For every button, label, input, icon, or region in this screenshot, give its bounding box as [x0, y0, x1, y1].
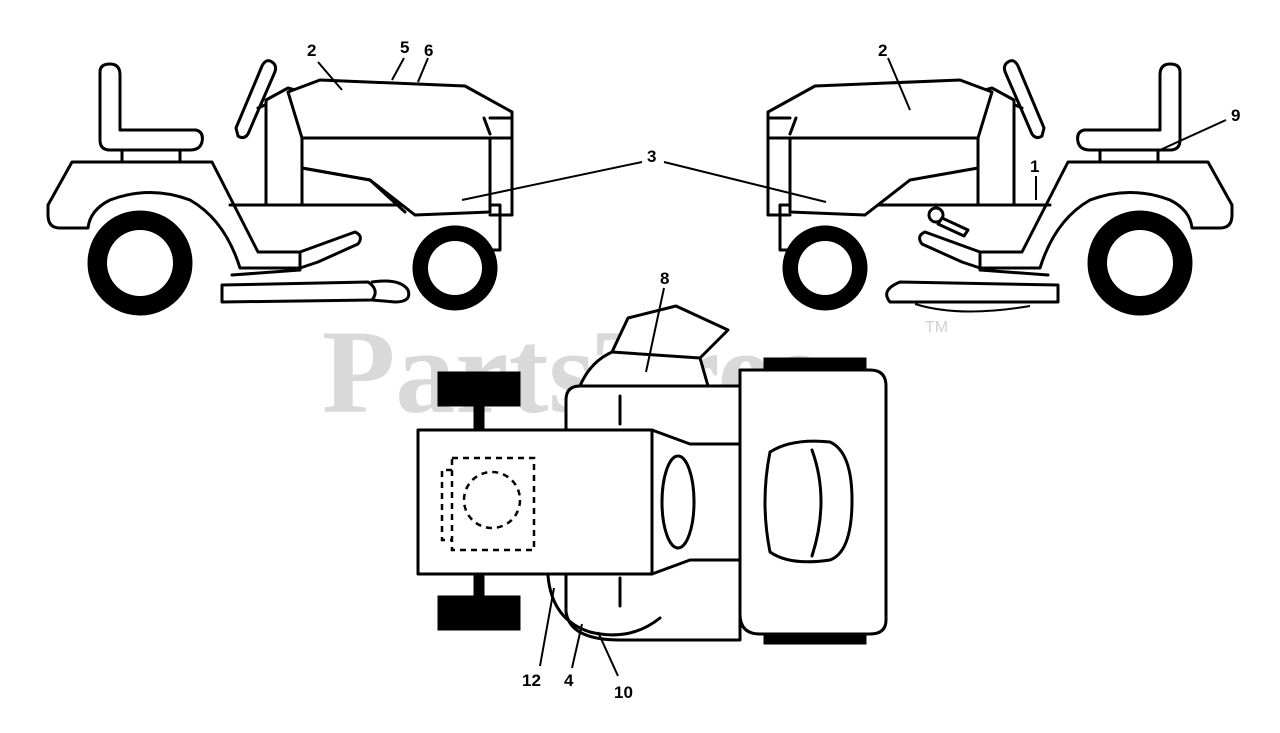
right-pedal [918, 230, 982, 270]
right-lever [936, 216, 970, 238]
leader-left-hood-top-a [391, 57, 405, 81]
callout-bottom-a: 12 [522, 671, 541, 690]
top-front-axle-upper [473, 405, 485, 433]
callout-numbers: 2 5 6 3 2 9 1 8 12 4 10 [307, 38, 1240, 702]
left-grille-corner [482, 116, 492, 136]
right-side-view-tractor [766, 59, 1234, 316]
leader-left-hood-top-b [417, 57, 429, 83]
top-deck-guard [546, 574, 592, 634]
left-deck-chute [370, 279, 411, 304]
top-seat-back [810, 448, 823, 558]
top-steering-wheel [660, 454, 696, 550]
top-engine-cap [462, 470, 522, 530]
right-rear-wheel-hub [1107, 230, 1173, 296]
top-engine-outline-side [440, 468, 452, 542]
left-seat-base [120, 148, 182, 164]
callout-bottom-b: 4 [564, 671, 574, 690]
left-side-view-tractor [46, 59, 514, 316]
leader-bottom-a [539, 587, 555, 667]
left-grille [488, 116, 514, 217]
callout-side-panel: 3 [647, 147, 656, 166]
left-front-wheel-hub [428, 241, 482, 295]
right-grille [766, 116, 792, 217]
top-view-tractor [416, 304, 888, 645]
leader-side-panel-left [461, 161, 643, 201]
left-steering-wheel [234, 59, 278, 140]
left-hood [286, 78, 514, 140]
right-hood [766, 78, 994, 140]
top-front-wheel-upper [437, 371, 521, 407]
top-seat [763, 439, 854, 564]
leader-right-hood [887, 57, 911, 111]
leader-grass-chute [645, 287, 665, 373]
leader-bottom-c [597, 631, 619, 677]
right-grille-corner [788, 116, 798, 136]
top-engine-outline [450, 456, 536, 552]
right-lever-knob [927, 206, 945, 224]
left-hood-panel-line [300, 166, 407, 214]
right-mower-deck [885, 280, 1060, 304]
callout-bottom-c: 10 [614, 683, 633, 702]
left-rear-fender [46, 160, 302, 270]
right-hood-lower [788, 136, 980, 217]
watermark-trademark: TM [925, 319, 948, 336]
left-rear-wheel-hub [107, 230, 173, 296]
callout-left-hood: 2 [307, 41, 316, 60]
leader-right-seat [1159, 119, 1227, 151]
right-deck-belt [914, 303, 1031, 313]
top-grass-chute [578, 304, 730, 388]
right-seat [1076, 62, 1182, 152]
right-steering-wheel [1002, 59, 1046, 140]
right-deck-link [978, 268, 1050, 277]
top-front-wheel-lower [437, 595, 521, 631]
right-rear-fender [978, 160, 1234, 270]
leader-bottom-b [571, 623, 583, 669]
top-deck-guard-front [588, 616, 662, 637]
callout-right-seat: 9 [1231, 106, 1240, 125]
callout-right-hood: 2 [878, 41, 887, 60]
leader-side-panel-right [663, 161, 827, 203]
right-front-wheel-hub [798, 241, 852, 295]
left-seat [98, 62, 204, 152]
callout-right-frame: 1 [1030, 157, 1039, 176]
left-deck-link [230, 268, 302, 277]
left-pedal [298, 230, 362, 270]
callout-left-hood-top-b: 6 [424, 41, 433, 60]
top-front-axle-lower [473, 571, 485, 599]
leader-left-hood [317, 61, 343, 91]
leader-lines [317, 57, 1227, 677]
top-chute-fold [610, 350, 702, 360]
top-rear-wheel-upper [763, 357, 867, 371]
callout-left-hood-top-a: 5 [400, 38, 409, 57]
callout-grass-chute: 8 [660, 269, 669, 288]
right-seat-base [1098, 148, 1160, 164]
left-mower-deck [220, 280, 377, 304]
